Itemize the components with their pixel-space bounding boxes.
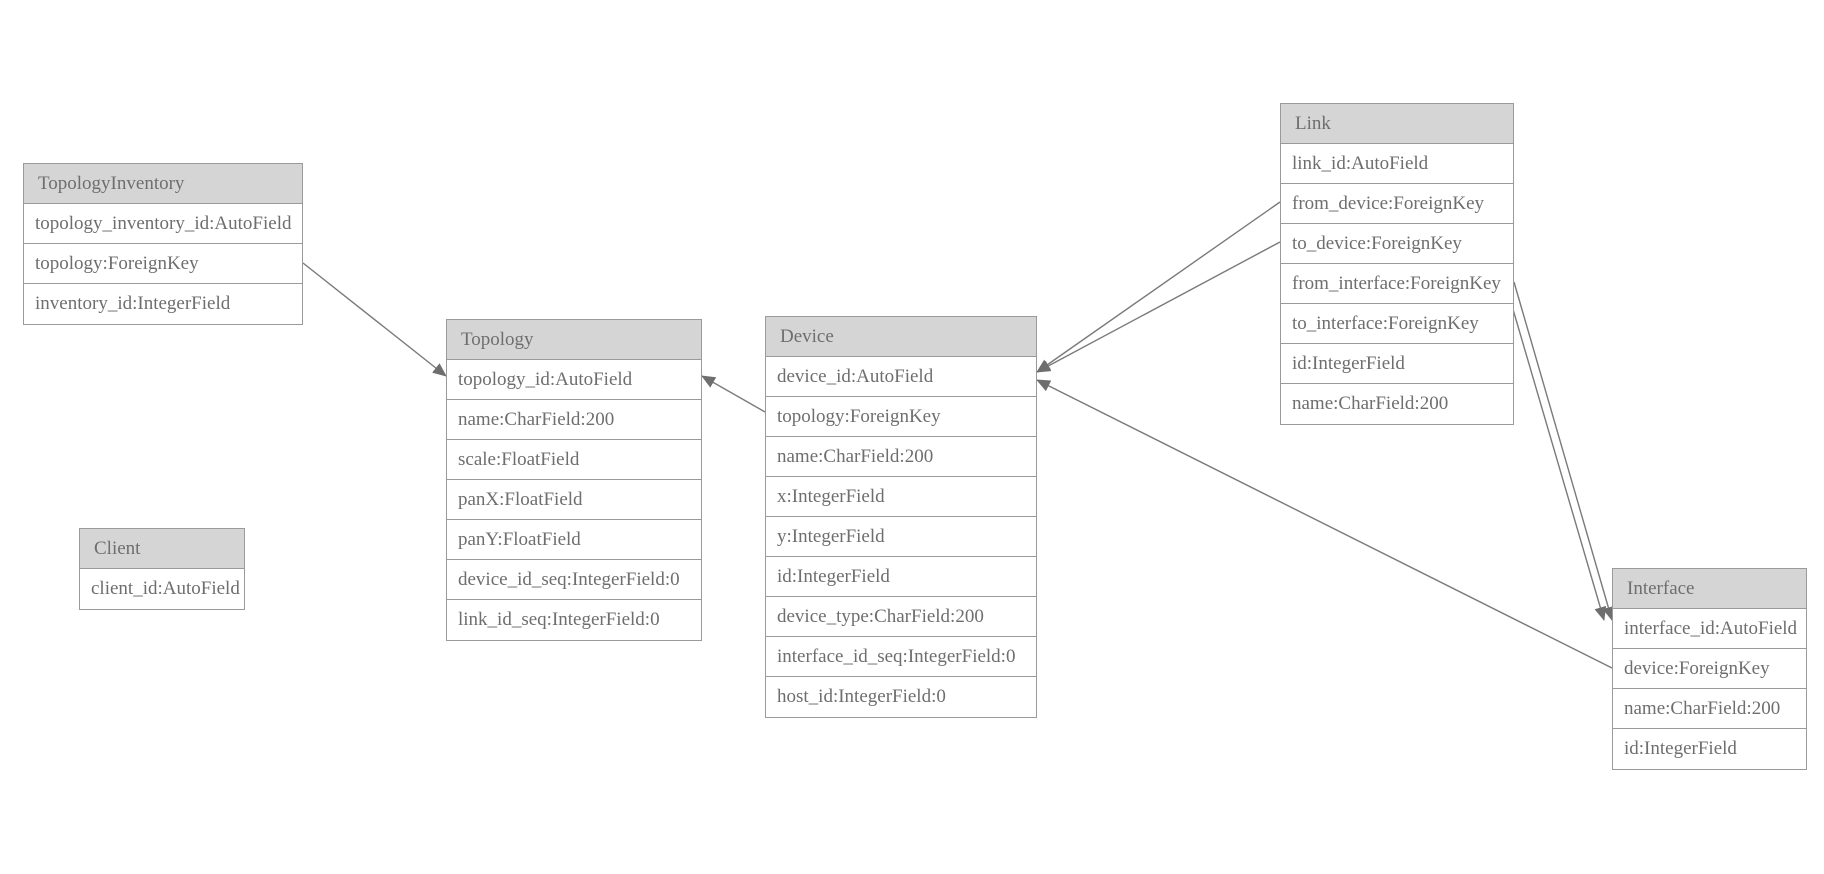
edge-topologyinventory-topology	[302, 262, 447, 377]
entity-field: interface_id_seq:IntegerField:0	[766, 637, 1036, 677]
entity-topology[interactable]: Topology topology_id:AutoField name:Char…	[446, 319, 702, 641]
entity-field: topology:ForeignKey	[766, 397, 1036, 437]
edge-link-from-device	[1036, 201, 1281, 373]
edge-link-from-interface	[1513, 281, 1615, 621]
entity-field: device:ForeignKey	[1613, 649, 1806, 689]
entity-field: id:IntegerField	[1281, 344, 1513, 384]
entity-field: id:IntegerField	[1624, 738, 1737, 759]
edge-link-to-interface	[1504, 281, 1607, 621]
entity-link[interactable]: Link link_id:AutoField from_device:Forei…	[1280, 103, 1514, 425]
entity-field: to_device:ForeignKey	[1281, 224, 1513, 264]
entity-field: host_id:IntegerField:0	[777, 686, 946, 707]
entity-field: interface_id:AutoField	[1613, 609, 1806, 649]
entity-field: x:IntegerField	[766, 477, 1036, 517]
entity-title: Device	[766, 317, 1036, 357]
entity-field: name:CharField:200	[447, 400, 701, 440]
entity-field: name:CharField:200	[1613, 689, 1806, 729]
entity-field: name:CharField:200	[1292, 393, 1449, 414]
entity-field: link_id_seq:IntegerField:0	[458, 609, 660, 630]
entity-field: topology:ForeignKey	[24, 244, 302, 284]
entity-interface[interactable]: Interface interface_id:AutoField device:…	[1612, 568, 1807, 770]
entity-field: inventory_id:IntegerField	[35, 293, 231, 314]
entity-field: id:IntegerField	[766, 557, 1036, 597]
entity-title: Client	[80, 529, 244, 569]
entity-field: link_id:AutoField	[1281, 144, 1513, 184]
entity-field: panY:FloatField	[447, 520, 701, 560]
entity-client[interactable]: Client client_id:AutoField	[79, 528, 245, 610]
edge-device-topology	[701, 375, 766, 413]
entity-field: device_id:AutoField	[766, 357, 1036, 397]
entity-field: topology_inventory_id:AutoField	[24, 204, 302, 244]
edge-link-to-device	[1036, 241, 1281, 373]
entity-topology-inventory[interactable]: TopologyInventory topology_inventory_id:…	[23, 163, 303, 325]
entity-field: scale:FloatField	[447, 440, 701, 480]
entity-field: client_id:AutoField	[91, 578, 240, 599]
entity-title: Link	[1281, 104, 1513, 144]
entity-field: from_interface:ForeignKey	[1281, 264, 1513, 304]
entity-field: name:CharField:200	[766, 437, 1036, 477]
entity-title: TopologyInventory	[24, 164, 302, 204]
entity-field: to_interface:ForeignKey	[1281, 304, 1513, 344]
entity-field: y:IntegerField	[766, 517, 1036, 557]
entity-device[interactable]: Device device_id:AutoField topology:Fore…	[765, 316, 1037, 718]
entity-title: Topology	[447, 320, 701, 360]
entity-title: Interface	[1613, 569, 1806, 609]
entity-field: from_device:ForeignKey	[1281, 184, 1513, 224]
entity-field: device_type:CharField:200	[766, 597, 1036, 637]
entity-field: device_id_seq:IntegerField:0	[447, 560, 701, 600]
entity-field: topology_id:AutoField	[447, 360, 701, 400]
entity-field: panX:FloatField	[447, 480, 701, 520]
